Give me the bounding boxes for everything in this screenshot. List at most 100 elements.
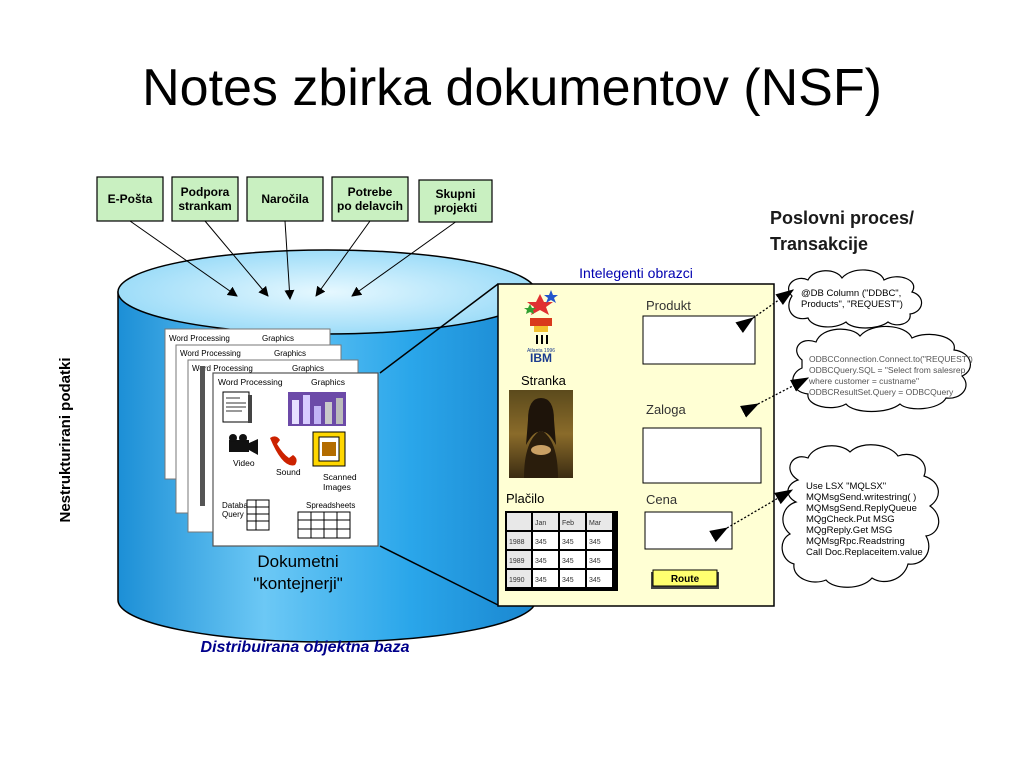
table-cell xyxy=(587,570,612,587)
cloud-line: Products", "REQUEST") xyxy=(801,299,903,310)
form-cena-label: Cena xyxy=(646,492,678,507)
table-cell-text: 345 xyxy=(562,558,574,565)
form-stranka-label: Stranka xyxy=(521,373,567,388)
table-cell-text: 345 xyxy=(535,539,547,546)
video-camera-icon xyxy=(229,434,258,455)
source-arrow-4 xyxy=(315,220,371,297)
customer-portrait-image xyxy=(509,390,573,478)
stack-wp-1: Word Processing xyxy=(169,334,230,343)
zaloga-field[interactable] xyxy=(642,427,762,484)
cloud-odbc xyxy=(792,325,971,413)
table-cell xyxy=(560,570,585,587)
table-cell xyxy=(560,513,585,530)
produkt-field[interactable] xyxy=(642,315,756,365)
table-cell-text: 345 xyxy=(589,558,601,565)
table-cell xyxy=(507,551,531,568)
table-cell xyxy=(533,570,558,587)
scanned-image-icon xyxy=(312,431,346,467)
source-box-1: E-Pošta xyxy=(96,176,164,222)
process-label: Poslovni proces/Transakcije xyxy=(770,208,914,254)
table-cell xyxy=(533,532,558,549)
table-cell-text: 345 xyxy=(562,577,574,584)
graphics-chart-icon xyxy=(288,392,346,426)
doc-spreadsheets: Spreadsheets xyxy=(306,501,355,510)
form-zaloga-label: Zaloga xyxy=(646,402,687,417)
spreadsheet-icon xyxy=(297,511,351,539)
form-title: Intelegenti obrazci xyxy=(579,265,693,281)
zoom-connector-lines xyxy=(379,283,499,606)
cloud-odbc-text: ODBCConnection.Connect.to("REQUEST") ODBC… xyxy=(808,354,973,397)
ibm-small-text: Atlanta 1996 xyxy=(527,348,555,354)
route-button[interactable]: Route xyxy=(651,569,719,589)
cloud-line: MQMsgRpc.Readstring xyxy=(806,536,905,547)
source-arrow-3 xyxy=(284,220,295,300)
table-cell-text: 345 xyxy=(589,577,601,584)
source-arrow-2 xyxy=(204,220,269,297)
stack-gr-2: Graphics xyxy=(274,349,306,358)
table-cell xyxy=(587,551,612,568)
table-cell xyxy=(587,513,612,530)
cloud-line: MQgCheck.Put MSG xyxy=(806,514,895,525)
route-button-label: Route xyxy=(671,574,700,585)
cloud-line: ODBCConnection.Connect.to("REQUEST") xyxy=(809,354,973,364)
doc-graphics: Graphics xyxy=(311,377,345,387)
table-cell-text: Jan xyxy=(535,520,546,527)
form-produkt-label: Produkt xyxy=(646,298,691,313)
doc-containers-caption: Dokumetni"kontejnerji" xyxy=(253,552,343,593)
stack-gr-3: Graphics xyxy=(292,364,324,373)
cloud-mq-text: Use LSX "MQLSX"MQMsgSend.writestring( ) M… xyxy=(806,481,923,558)
table-cell xyxy=(560,551,585,568)
table-cell-text: 1990 xyxy=(509,577,525,584)
cloud-line: ODBCResultSet.Query = ODBCQuery xyxy=(809,387,954,397)
source-arrows xyxy=(129,220,456,300)
cloud-line: @DB Column ("DDBC", xyxy=(801,288,901,299)
table-cell-text: 345 xyxy=(535,558,547,565)
table-cell xyxy=(507,570,531,587)
source-label-3: Naročila xyxy=(261,192,309,206)
table-cell xyxy=(560,532,585,549)
slide-title: Notes zbirka dokumentov (NSF) xyxy=(142,59,882,117)
table-cell xyxy=(587,532,612,549)
doc-word-processing: Word Processing xyxy=(218,377,283,387)
doc-sound: Sound xyxy=(276,467,301,477)
cloud-line: Use LSX "MQLSX" xyxy=(806,481,886,492)
table-cell-text: 345 xyxy=(535,577,547,584)
cloud-db-column xyxy=(788,269,923,329)
table-cell-text: 1988 xyxy=(509,539,525,546)
cloud-link-arrows xyxy=(709,289,810,543)
document-stack: Word Processing Graphics Word Processing… xyxy=(164,328,379,547)
cloud-line: where customer = custname" xyxy=(808,376,919,386)
table-cell-text: 345 xyxy=(562,539,574,546)
doc-video: Video xyxy=(233,458,255,468)
cloud-line: Call Doc.Replaceitem.value xyxy=(806,547,923,558)
word-processing-icon xyxy=(222,391,252,423)
cena-field[interactable] xyxy=(644,511,733,550)
form-placilo-label: Plačilo xyxy=(506,491,544,506)
table-cell xyxy=(533,513,558,530)
source-box-3: Naročila xyxy=(246,176,324,222)
telephone-sound-icon xyxy=(270,436,297,466)
stack-wp-3: Word Processing xyxy=(192,364,253,373)
table-cell-text: 1989 xyxy=(509,558,525,565)
table-cell xyxy=(507,513,531,530)
cloud-db-column-text: @DB Column ("DDBC",Products", "REQUEST") xyxy=(801,288,903,310)
ibm-logo: IBM xyxy=(530,351,552,365)
table-cell-text: Mar xyxy=(589,520,602,527)
source-arrow-5 xyxy=(351,221,456,297)
stack-wp-2: Word Processing xyxy=(180,349,241,358)
stack-gr-1: Graphics xyxy=(262,334,294,343)
olympic-logo-icon xyxy=(524,290,558,344)
cloud-line: MQMsgSend.writestring( ) xyxy=(806,492,916,503)
cloud-line: MQgReply.Get MSG xyxy=(806,525,892,536)
table-cell xyxy=(533,551,558,568)
database-query-icon xyxy=(246,499,270,531)
db-caption: Distribuirana objektna baza xyxy=(201,639,410,656)
